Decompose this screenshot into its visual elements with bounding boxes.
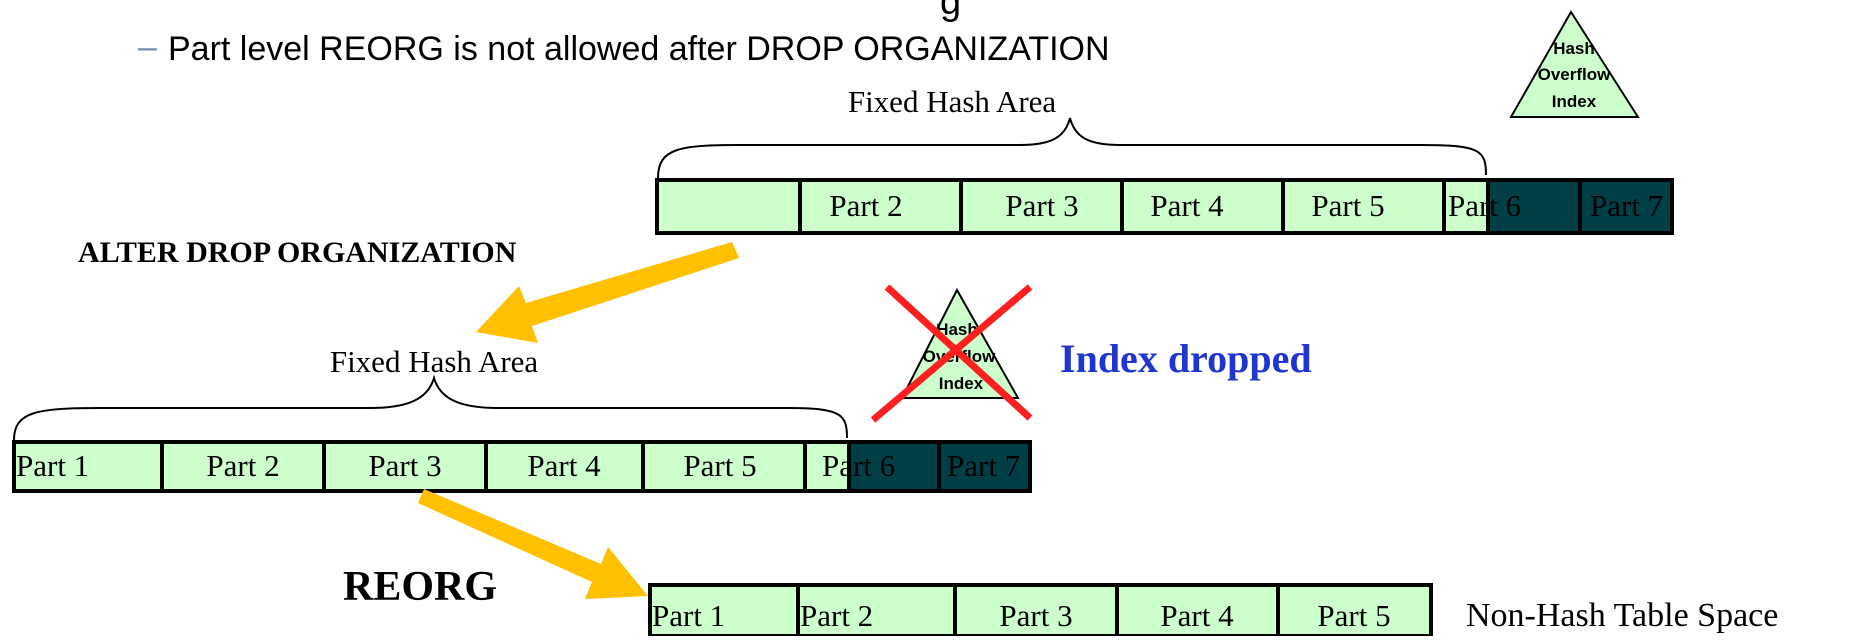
partition-cell [655,178,802,235]
partition-label: Part 3 [1005,188,1078,223]
partition-cell [648,583,800,638]
index-label-line: Index [939,374,984,393]
bullet-dash: – [138,28,157,66]
partition-label: Part 2 [829,188,902,223]
partition-label: Part 5 [1317,598,1390,633]
middle-fixed-area-brace [13,374,848,441]
cut-off-text-fragment: g [940,0,961,23]
drop-organization-arrow [476,242,739,343]
top-hash-overflow-index: Hash Overflow Index [1509,10,1640,118]
partition-cell [1120,178,1285,235]
partition-label: Part 2 [800,598,873,633]
partition-label: Part 1 [16,448,89,483]
top-fixed-area-brace [657,117,1487,179]
partition-label: Part 3 [999,598,1072,633]
partition-label: Part 5 [1311,188,1384,223]
partition-cell [322,440,488,493]
partition-label: Part 4 [527,448,601,483]
top-fixed-hash-area-label: Fixed Hash Area [848,84,1057,119]
partition-label: Part 4 [1150,188,1224,223]
partition-cell [1276,583,1433,638]
partition-label: Part 2 [206,448,279,483]
dropped-cross-icon [870,284,1033,423]
bottom-partition-row: Part 1 Part 2 Part 3 Part 4 Part 5 [648,583,1433,638]
index-dropped-label: Index dropped [1060,336,1312,381]
partition-label: Part 6 [1448,188,1521,223]
top-partition-row: Part 2 Part 3 Part 4 Part 5 Part 6 Part … [655,178,1674,235]
bullet-text: Part level REORG is not allowed after DR… [168,30,1110,68]
partition-label: Part 7 [947,448,1020,483]
partition-cell [1115,583,1280,638]
reorg-label: REORG [343,564,497,610]
partition-cell [1281,178,1446,235]
partition-label: Part 3 [368,448,441,483]
index-label-line: Overflow [1538,65,1612,84]
index-label-line: Hash [936,320,978,339]
index-label-line: Hash [1553,39,1595,58]
partition-label: Part 1 [652,598,725,633]
partition-cell [12,440,164,493]
alter-drop-organization-label: ALTER DROP ORGANIZATION [78,236,517,269]
middle-partition-row: Part 1 Part 2 Part 3 Part 4 Part 5 Part … [12,440,1032,493]
partition-label: Part 4 [1160,598,1234,633]
partition-label: Part 5 [683,448,756,483]
index-label-line: Index [1552,92,1597,111]
partition-label: Part 7 [1590,188,1663,223]
non-hash-table-space-caption: Non-Hash Table Space [1466,597,1778,634]
reorg-arrow [418,489,648,599]
middle-fixed-hash-area-label: Fixed Hash Area [330,344,539,379]
partition-label: Part 6 [822,448,895,483]
